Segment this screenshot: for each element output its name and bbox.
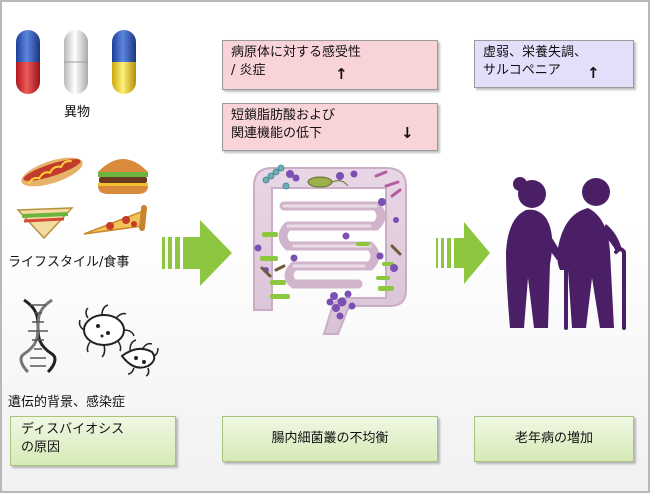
- dysbiosis-text: の原因: [21, 440, 61, 455]
- scfa-text: 短鎖脂肪酸および: [231, 108, 336, 123]
- frailty-text: サルコペニア: [483, 63, 561, 78]
- junk-food-icon: [16, 157, 148, 240]
- arrow-down-icon: ↓: [401, 124, 414, 142]
- frailty-box: 虚弱、栄養失調、 サルコペニア ↑: [474, 40, 634, 88]
- elderly-couple-icon: [506, 177, 626, 330]
- age-disease-box: 老年病の増加: [474, 416, 634, 462]
- susceptibility-text: / 炎症: [231, 63, 266, 78]
- age-disease-text: 老年病の増加: [514, 431, 593, 446]
- arrow-right-icon: [162, 220, 232, 286]
- frailty-text: 虚弱、栄養失調、: [483, 45, 588, 60]
- susceptibility-text: 病原体に対する感受性: [231, 45, 362, 60]
- scfa-box: 短鎖脂肪酸および 関連機能の低下 ↓: [222, 103, 438, 151]
- arrow-up-icon: ↑: [587, 64, 600, 82]
- foreign-substances-label: 異物: [64, 105, 91, 120]
- dna-icon: [19, 298, 57, 374]
- imbalance-text: 腸内細菌叢の不均衡: [271, 431, 389, 446]
- intestine-icon: [253, 164, 407, 335]
- microbiota-imbalance-box: 腸内細菌叢の不均衡: [222, 416, 438, 462]
- susceptibility-box: 病原体に対する感受性 / 炎症 ↑: [222, 40, 438, 90]
- arrow-up-icon: ↑: [335, 65, 348, 83]
- lifestyle-diet-label: ライフスタイル/食事: [8, 255, 130, 270]
- microbe-icon: [78, 304, 159, 377]
- arrow-right-icon: [436, 222, 490, 284]
- dysbiosis-cause-box: ディスバイオシス の原因: [10, 416, 176, 466]
- genetics-infection-label: 遺伝的背景、感染症: [8, 395, 126, 410]
- capsules-icon: [16, 30, 136, 94]
- dysbiosis-text: ディスバイオシス: [21, 422, 125, 437]
- scfa-text: 関連機能の低下: [231, 126, 323, 141]
